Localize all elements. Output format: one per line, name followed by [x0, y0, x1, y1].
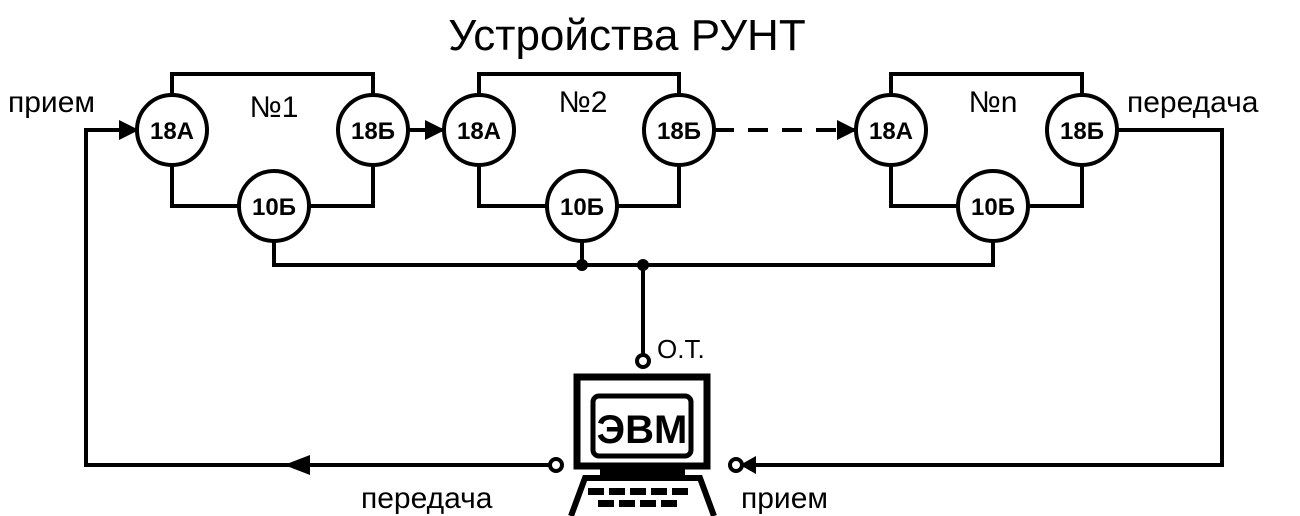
port-label-18a-2: 18А: [457, 118, 501, 145]
port-label-18b-1: 18Б: [351, 118, 395, 145]
device-n: 18А 18Б 10Б №n: [854, 72, 1119, 243]
device-2: 18А 18Б 10Б №2: [442, 72, 716, 243]
transmit-terminal: [548, 457, 564, 473]
receive-arrow: [740, 456, 756, 474]
transmit-arrow: [284, 455, 310, 475]
bus-junction-1: [576, 259, 588, 271]
transmit-label-top: передача: [1127, 86, 1259, 119]
computer-label: ЭВМ: [597, 408, 688, 452]
receive-label-bottom: прием: [741, 482, 828, 515]
port-label-10b-n: 10Б: [971, 194, 1015, 221]
port-label-10b-2: 10Б: [560, 194, 604, 221]
ot-label: О.Т.: [657, 334, 705, 364]
keyboard: [568, 475, 717, 516]
device-number-n: №n: [969, 86, 1018, 119]
port-label-18b-n: 18Б: [1060, 118, 1104, 145]
common-bus: [272, 241, 995, 267]
transmit-line: [84, 120, 550, 467]
port-label-18b-2: 18Б: [657, 118, 701, 145]
port-label-18a-1: 18А: [150, 118, 194, 145]
receive-line: [748, 128, 1224, 467]
receive-label-top: прием: [8, 86, 95, 119]
device-1: 18А 18Б 10Б №1: [135, 72, 410, 243]
port-label-18a-n: 18А: [869, 118, 913, 145]
ot-terminal: [635, 353, 651, 369]
device-number-1: №1: [250, 91, 299, 124]
device-number-2: №2: [559, 86, 608, 119]
transmit-label-bottom: передача: [361, 482, 493, 515]
port-label-10b-1: 10Б: [252, 194, 296, 221]
computer-icon: ЭВМ: [568, 373, 717, 516]
keyboard-keys: [588, 488, 688, 507]
receive-terminal: [728, 457, 744, 473]
diagram-title: Устройства РУНТ: [448, 11, 805, 60]
